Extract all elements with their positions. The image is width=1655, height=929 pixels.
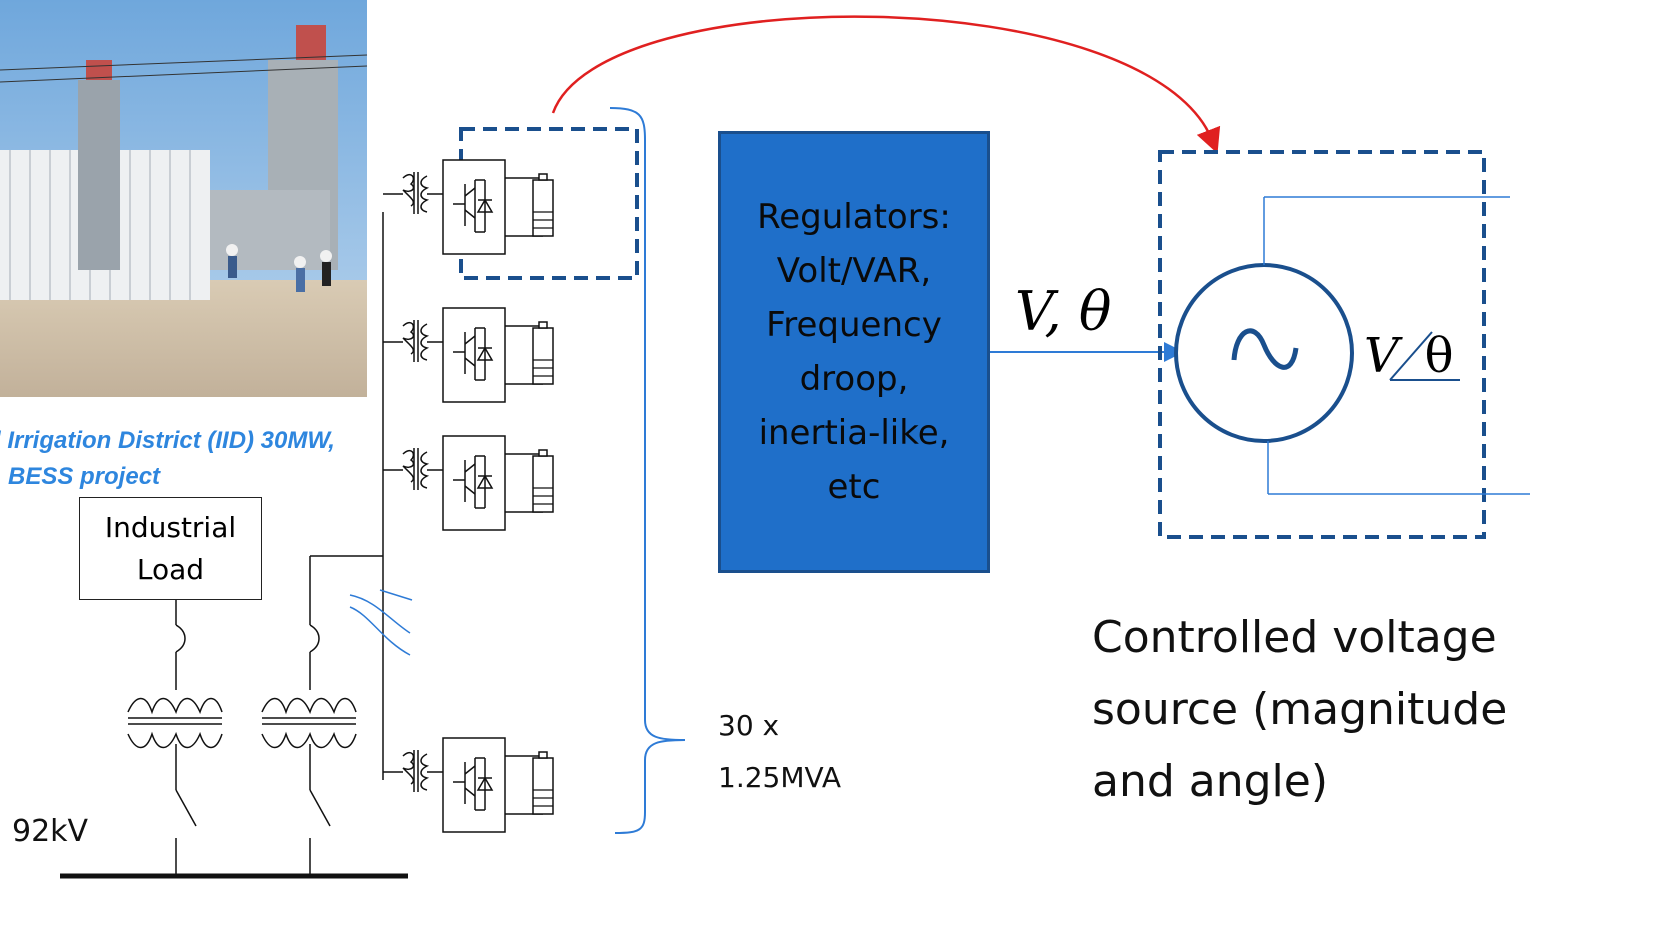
industrial-load-box: Industrial Load	[79, 497, 262, 600]
bess-site-photo	[0, 0, 368, 397]
regulators-label: Regulators: Volt/VAR, Frequency droop, i…	[757, 197, 951, 507]
angle-symbol	[1389, 331, 1460, 381]
source-dashed-box	[1158, 150, 1486, 539]
photo-caption: l Irrigation District (IID) 30MW, BESS p…	[0, 423, 400, 495]
inverter-unit-1	[382, 159, 554, 255]
inverter-group-brace	[609, 107, 686, 834]
inverter-unit-3	[382, 435, 554, 531]
photo-caption-line2: BESS project	[8, 463, 161, 490]
source-magnitude-symbol: V	[1364, 328, 1399, 384]
inverter-unit-4	[382, 737, 554, 833]
source-description: Controlled voltage source (magnitude and…	[1092, 612, 1508, 807]
photo-caption-line1: l Irrigation District (IID) 30MW,	[0, 427, 335, 454]
bus-voltage-label: 92kV	[12, 814, 89, 849]
inverter-rating-label: 30 x 1.25MVA	[718, 709, 842, 794]
voltage-source-symbol	[1174, 196, 1530, 495]
inverter-unit-2	[382, 307, 554, 403]
source-angle-symbol: θ	[1424, 328, 1454, 384]
bess-branch	[261, 556, 357, 876]
feedback-arrow	[551, 15, 1221, 154]
omitted-units-mark	[349, 589, 413, 656]
load-branch	[127, 600, 223, 876]
industrial-load-label: Industrial Load	[104, 510, 237, 586]
signal-label: V, θ	[1015, 280, 1112, 343]
regulators-block: Regulators: Volt/VAR, Frequency droop, i…	[718, 131, 990, 573]
